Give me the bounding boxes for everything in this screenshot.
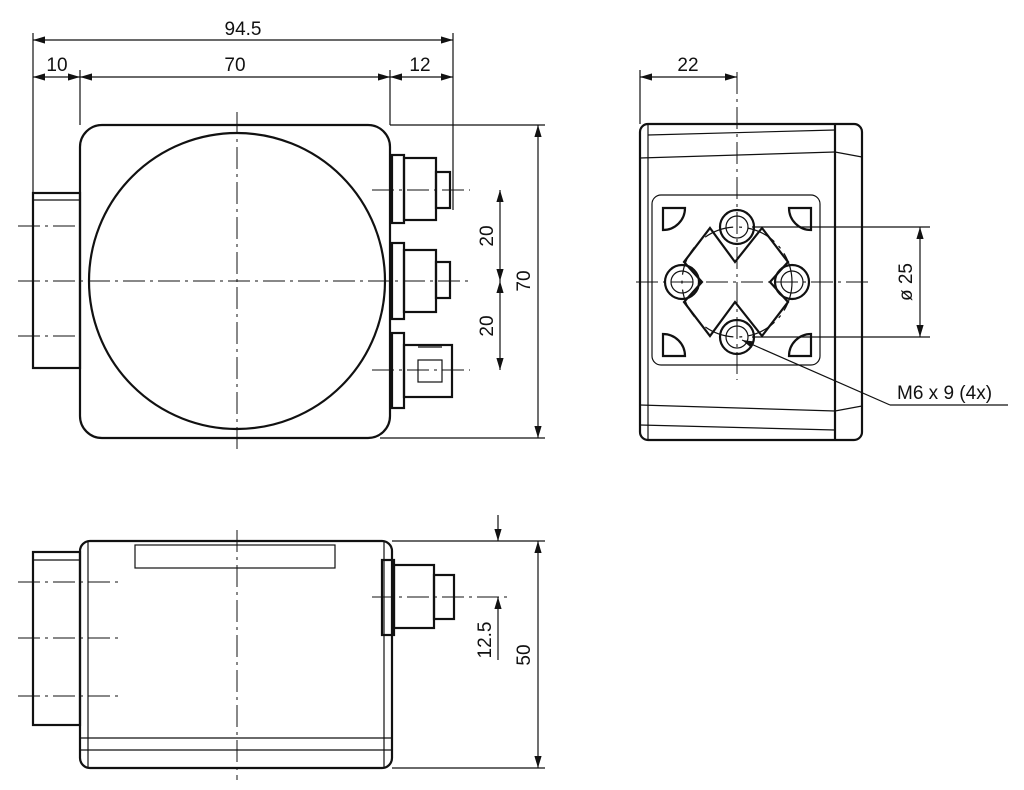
connector-bottom xyxy=(390,331,454,410)
dim-pitch-bottom: 20 xyxy=(477,315,498,336)
dim-side-offset: 22 xyxy=(677,55,698,76)
dim-pitch-top: 20 xyxy=(477,225,498,246)
dim-body-depth: 50 xyxy=(514,644,535,665)
thread-callout: M6 x 9 (4x) xyxy=(897,383,992,404)
dim-left-stub: 10 xyxy=(46,55,67,76)
side-view xyxy=(636,72,870,442)
side-dimensions: 22 ø 25 M6 x 9 (4x) xyxy=(639,55,1008,406)
top-dimensions: 12.5 50 xyxy=(392,515,545,769)
dim-body-width: 70 xyxy=(224,55,245,76)
dim-overall-width: 94.5 xyxy=(225,19,262,40)
dim-connector-depth: 12 xyxy=(409,55,430,76)
front-view xyxy=(18,112,470,452)
front-dimensions: 94.5 10 70 12 20 20 70 xyxy=(32,19,545,439)
top-view xyxy=(18,530,508,780)
connector-top xyxy=(390,153,452,225)
dim-connector-offset: 12.5 xyxy=(475,622,496,659)
mounting-plate xyxy=(651,194,821,366)
dim-bolt-circle: ø 25 xyxy=(896,263,917,301)
dim-body-height: 70 xyxy=(514,270,535,291)
